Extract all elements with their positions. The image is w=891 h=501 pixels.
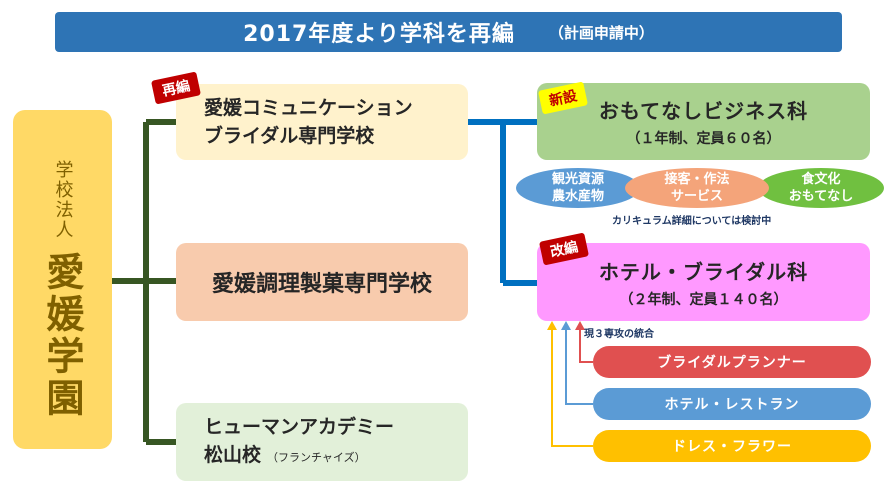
arrow-head-major3 <box>547 321 557 330</box>
school1-line1: 愛媛コミュニケーション <box>204 97 413 119</box>
school3-line1: ヒューマンアカデミー <box>204 415 395 438</box>
integration-note: 現３専攻の統合 <box>584 329 654 340</box>
corporation-name: 愛媛学園 <box>40 252 84 420</box>
school-cooking-confectionery: 愛媛調理製菓専門学校 <box>176 243 468 321</box>
subject2-line1: 接客・作法 <box>664 172 730 187</box>
banner-note: （計画申請中） <box>548 23 654 42</box>
major-dress-flower: ドレス・フラワー <box>593 430 871 462</box>
subject2-line2: サービス <box>670 189 723 204</box>
department-hotel-bridal: ホテル・ブライダル科 （２年制、定員１４０名） <box>537 243 870 321</box>
school1-line2: ブライダル専門学校 <box>204 125 375 147</box>
school3-line2-row: 松山校 （フランチャイズ） <box>204 441 468 472</box>
banner-title: 2017年度より学科を再編 <box>243 22 515 47</box>
school3-line2: 松山校 <box>204 443 262 466</box>
major-bridal-planner: ブライダルプランナー <box>593 346 871 378</box>
dept2-title: ホテル・ブライダル科 <box>598 259 809 284</box>
subject-oval-service: 接客・作法 サービス <box>625 168 769 208</box>
corporation-box: 学校法人 愛媛学園 <box>13 110 112 449</box>
merge-arrow-major2 <box>565 326 593 405</box>
subject1-line1: 観光資源 <box>551 172 604 187</box>
curriculum-note: カリキュラム詳細については検討中 <box>612 216 772 227</box>
dept1-detail: （１年制、定員６０名） <box>626 131 781 147</box>
school3-franchise-note: （フランチャイズ） <box>267 450 366 464</box>
subject3-line2: おもてなし <box>788 189 854 204</box>
subject-oval-food-culture: 食文化 おもてなし <box>758 168 884 208</box>
merge-arrow-major3 <box>551 326 593 447</box>
corporation-subtitle: 学校法人 <box>52 160 74 240</box>
arrow-head-major2 <box>561 321 571 330</box>
school-communication-bridal: 愛媛コミュニケーション ブライダル専門学校 <box>176 84 468 160</box>
dept1-title: おもてなしビジネス科 <box>598 99 809 123</box>
subject-oval-tourism: 観光資源 農水産物 <box>516 168 640 208</box>
dept2-detail: （２年制、定員１４０名） <box>619 291 788 308</box>
major-hotel-restaurant: ホテル・レストラン <box>593 388 871 420</box>
school-human-academy: ヒューマンアカデミー 松山校 （フランチャイズ） <box>176 403 468 481</box>
title-banner: 2017年度より学科を再編 （計画申請中） <box>55 12 842 52</box>
subject3-line1: 食文化 <box>801 172 841 187</box>
arrow-head-major1 <box>575 321 585 330</box>
department-hospitality-business: おもてなしビジネス科 （１年制、定員６０名） <box>537 83 870 160</box>
subject1-line2: 農水産物 <box>551 189 604 204</box>
school2-line1: 愛媛調理製菓専門学校 <box>211 272 432 297</box>
merge-arrow-major1 <box>579 326 593 363</box>
